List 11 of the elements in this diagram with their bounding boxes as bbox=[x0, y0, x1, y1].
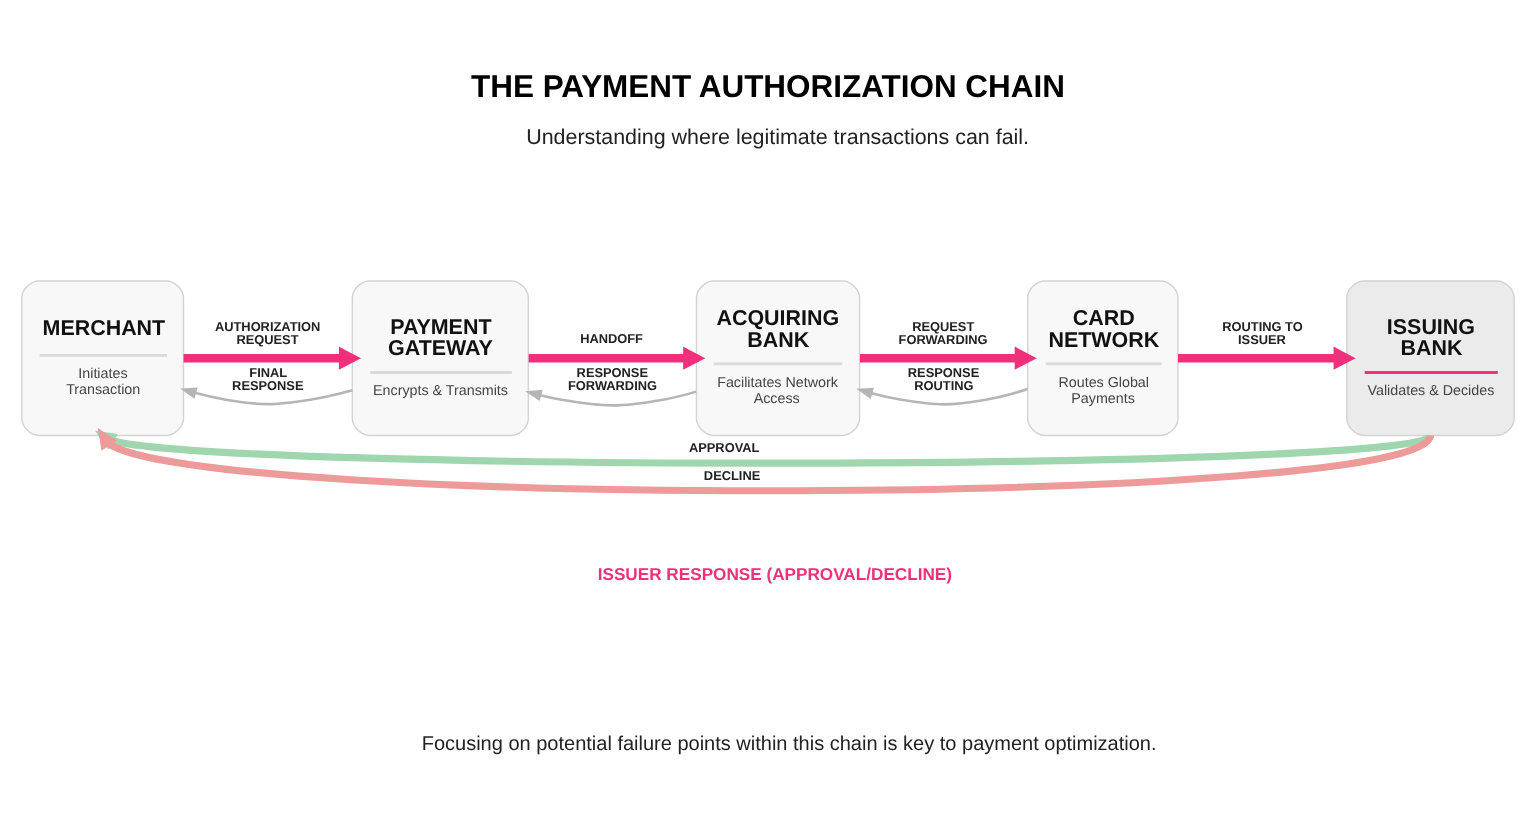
arrow bbox=[183, 346, 362, 370]
arrow bbox=[525, 389, 697, 407]
label: Understanding where legitimate transactions can fail. bbox=[526, 126, 1030, 151]
arrow bbox=[528, 346, 706, 370]
arrow bbox=[856, 387, 1029, 406]
arrow bbox=[180, 387, 353, 406]
label: ISSUER RESPONSE (APPROVAL/DECLINE) bbox=[597, 564, 953, 585]
diagram-title: THE PAYMENT AUTHORIZATION CHAIN bbox=[471, 71, 1065, 106]
arrow bbox=[1178, 346, 1356, 370]
caption: Focusing on potential failure points within this chain is key to payment optimization. bbox=[421, 733, 1157, 756]
arrow bbox=[860, 346, 1037, 370]
